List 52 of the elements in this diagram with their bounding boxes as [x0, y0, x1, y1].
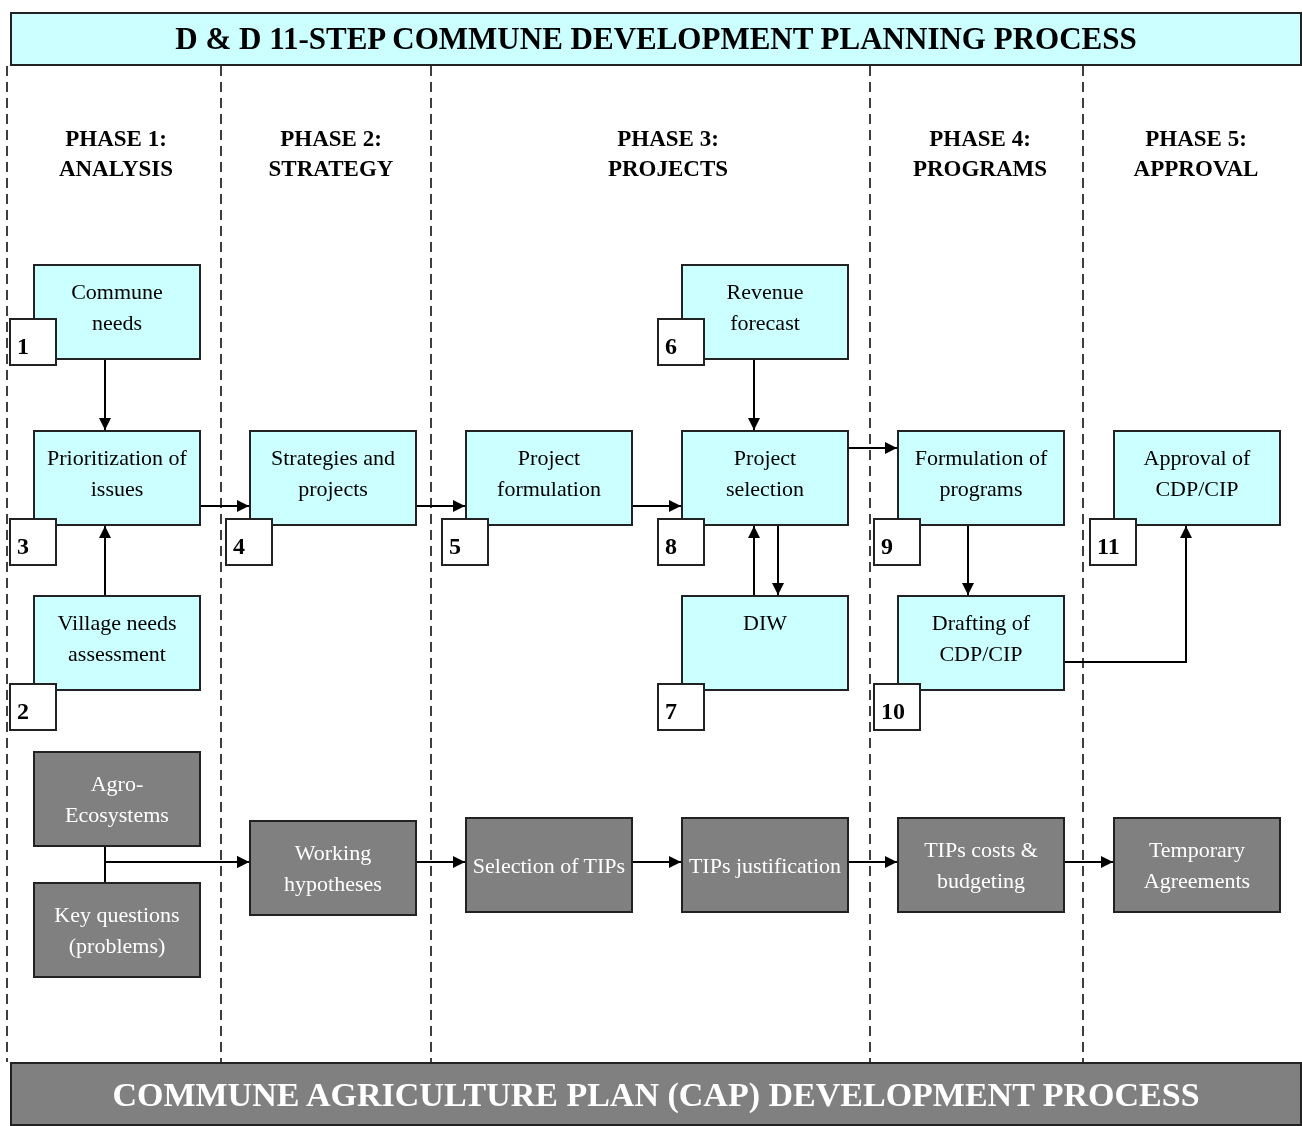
arrow — [99, 525, 111, 596]
process-box: Selection of TIPs — [465, 817, 633, 913]
arrow — [1064, 856, 1114, 868]
arrow — [632, 500, 682, 512]
arrow — [772, 525, 784, 596]
phase-heading: PHASE 2: STRATEGY — [267, 125, 395, 183]
phase-heading: PHASE 5: APPROVAL — [1132, 125, 1260, 183]
process-box: Key questions (problems) — [33, 882, 201, 978]
step-number-box: 11 — [1089, 518, 1137, 566]
process-box: Approval of CDP/CIP — [1113, 430, 1281, 526]
arrow — [416, 500, 466, 512]
arrow — [962, 525, 974, 596]
process-box: Agro-Ecosystems — [33, 751, 201, 847]
step-number-box: 9 — [873, 518, 921, 566]
title: D & D 11-STEP COMMUNE DEVELOPMENT PLANNING PROCESS — [175, 19, 1137, 58]
step-number-box: 3 — [9, 518, 57, 566]
arrow — [848, 856, 898, 868]
process-box: TIPs justification — [681, 817, 849, 913]
process-box: TIPs costs & budgeting — [897, 817, 1065, 913]
step-number-box: 4 — [225, 518, 273, 566]
process-box: Revenue forecast — [681, 264, 849, 360]
step-number-box: 2 — [9, 683, 57, 731]
arrow — [200, 500, 250, 512]
process-box: Project selection — [681, 430, 849, 526]
phase-heading: PHASE 4: PROGRAMS — [911, 125, 1049, 183]
step-number-box: 5 — [441, 518, 489, 566]
process-box: Drafting of CDP/CIP — [897, 595, 1065, 691]
phase-heading: PHASE 3: PROJECTS — [606, 125, 730, 183]
banner-box: COMMUNE AGRICULTURE PLAN (CAP) DEVELOPMENT PROCESS — [10, 1062, 1302, 1126]
process-box: Temporary Agreements — [1113, 817, 1281, 913]
process-box: Strategies and projects — [249, 430, 417, 526]
process-box: Village needs assessment — [33, 595, 201, 691]
process-box: DIW — [681, 595, 849, 691]
process-box: Formulation of programs — [897, 430, 1065, 526]
arrow — [1064, 525, 1192, 663]
process-box: Working hypotheses — [249, 820, 417, 916]
phase-heading: PHASE 1: ANALYSIS — [57, 125, 175, 183]
process-box: Prioritization of issues — [33, 430, 201, 526]
process-box: Commune needs — [33, 264, 201, 360]
step-number-box: 1 — [9, 318, 57, 366]
step-number-box: 8 — [657, 518, 705, 566]
arrow — [748, 525, 760, 596]
process-box: Project formulation — [465, 430, 633, 526]
arrow — [416, 856, 466, 868]
arrow — [748, 359, 760, 431]
arrow — [104, 856, 250, 883]
step-number-box: 10 — [873, 683, 921, 731]
arrow — [632, 856, 682, 868]
step-number-box: 7 — [657, 683, 705, 731]
arrow — [848, 442, 898, 454]
step-number-box: 6 — [657, 318, 705, 366]
arrow — [99, 359, 111, 431]
